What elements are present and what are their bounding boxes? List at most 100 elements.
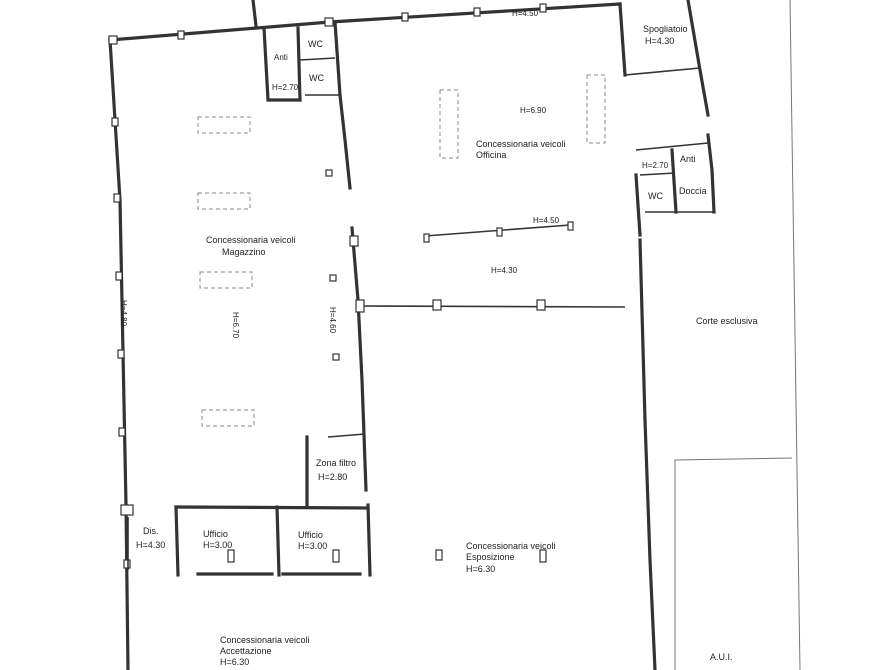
pillar [108, 35, 118, 45]
pillar [432, 299, 442, 311]
parking-slot [197, 116, 251, 134]
bathroom-left-wall [634, 173, 642, 237]
esposizione-top-wall [363, 305, 626, 308]
column [329, 274, 337, 282]
pillar [401, 12, 409, 22]
small-columns [227, 169, 547, 563]
wc-top-2-label: WC [309, 73, 324, 83]
zona-filtro-height: H=2.80 [318, 472, 347, 482]
aui-label: A.U.I. [710, 652, 733, 662]
pillar [536, 299, 546, 311]
car-lift [439, 89, 459, 159]
spogliatoio-bottom-wall [624, 67, 701, 76]
esposizione-name-1: Concessionaria veicoli [466, 541, 556, 551]
accettazione-name-1: Concessionaria veicoli [220, 635, 310, 645]
spogliatoio-name: Spogliatoio [643, 24, 688, 34]
pillar [355, 299, 365, 313]
esposizione-height: H=6.30 [466, 564, 495, 574]
column [332, 549, 340, 563]
partition-height: H=4.60 [328, 307, 337, 334]
office-1-left-wall [174, 505, 180, 577]
column [227, 549, 235, 563]
anti-right-label: Anti [680, 154, 696, 164]
pillar [177, 30, 185, 40]
pillar [349, 235, 359, 247]
wc-doccia-divider [670, 148, 678, 214]
officina-name-1: Concessionaria veicoli [476, 139, 566, 149]
pillar [123, 559, 131, 569]
zona-filtro-top-wall [327, 433, 366, 438]
column [539, 549, 547, 563]
parking-slot [199, 271, 253, 289]
dis-name: Dis. [143, 526, 159, 536]
room-labels: H=4.50 Spogliatoio H=4.30 Anti WC WC H=2… [119, 9, 758, 667]
magazzino-name-2: Magazzino [222, 247, 266, 257]
right-wall-bathrooms [706, 133, 716, 214]
pillar [473, 7, 481, 17]
pillar [423, 233, 430, 243]
top-wc-block [262, 20, 342, 102]
office-2-right-wall [366, 503, 372, 577]
accettazione-height: H=6.30 [220, 657, 249, 667]
ufficio-1-height: H=3.00 [203, 540, 232, 550]
parking-slot [197, 192, 251, 210]
anti-top-label: Anti [274, 53, 288, 62]
pillar [118, 427, 126, 437]
doccia-label: Doccia [679, 186, 707, 196]
wc-block-left-wall [262, 26, 302, 102]
office-divider-wall [275, 505, 281, 577]
right-wall-lower [638, 238, 657, 670]
column [435, 549, 443, 561]
pillar [120, 504, 134, 516]
ufficio-2-name: Ufficio [298, 530, 323, 540]
spogliatoio-height: H=4.30 [645, 36, 674, 46]
ufficio-2-height: H=3.00 [298, 541, 327, 551]
magazzino-height: H=6.70 [231, 312, 240, 339]
left-wall-height: H=4.80 [119, 300, 128, 327]
magazzino-partition [350, 226, 368, 492]
outer-walls [108, 0, 716, 670]
office-walls [127, 503, 372, 577]
pillar [111, 117, 119, 127]
anti-right-height: H=2.70 [642, 161, 669, 170]
esposizione-name-2: Esposizione [466, 552, 515, 562]
spogliatoio-walls [618, 2, 701, 77]
parking-slot [201, 409, 255, 427]
zona-filtro-name: Zona filtro [316, 458, 356, 468]
corte-area [674, 0, 801, 670]
wc-top-1-label: WC [308, 39, 323, 49]
pillar [117, 349, 125, 359]
wc-block-divider [299, 57, 336, 61]
anti-bottom-wall [639, 172, 676, 176]
magazzino-name-1: Concessionaria veicoli [206, 235, 296, 245]
aui-boundary [674, 457, 793, 670]
pillar [496, 227, 503, 237]
dis-height: H=4.30 [136, 540, 165, 550]
top-stub-wall [251, 0, 258, 28]
officina-name-2: Officina [476, 150, 506, 160]
anti-top-height: H=2.70 [272, 83, 299, 92]
car-lift [586, 74, 606, 144]
mid-height: H=4.30 [491, 266, 518, 275]
top-wall-pillars [177, 3, 547, 40]
right-wall-upper [686, 0, 710, 117]
spogliatoio-left-wall [618, 2, 627, 77]
left-wall-pillars [108, 35, 134, 569]
wc-block-right-wall [333, 20, 342, 97]
column [325, 169, 333, 177]
dashed-fixtures [197, 74, 606, 427]
top-height-label: H=4.50 [512, 9, 539, 18]
column [332, 353, 340, 361]
pillar [567, 221, 574, 231]
wc-right-label: WC [648, 191, 663, 201]
pillar [113, 193, 121, 203]
ufficio-1-name: Ufficio [203, 529, 228, 539]
corte-label: Corte esclusiva [696, 316, 758, 326]
pillar [115, 271, 123, 281]
corte-boundary [789, 0, 801, 670]
beam-height: H=4.50 [533, 216, 560, 225]
officina-partition-upper [338, 93, 352, 190]
anti-top-wall [635, 142, 709, 151]
zona-filtro-walls [305, 433, 366, 507]
accettazione-name-2: Accettazione [220, 646, 272, 656]
